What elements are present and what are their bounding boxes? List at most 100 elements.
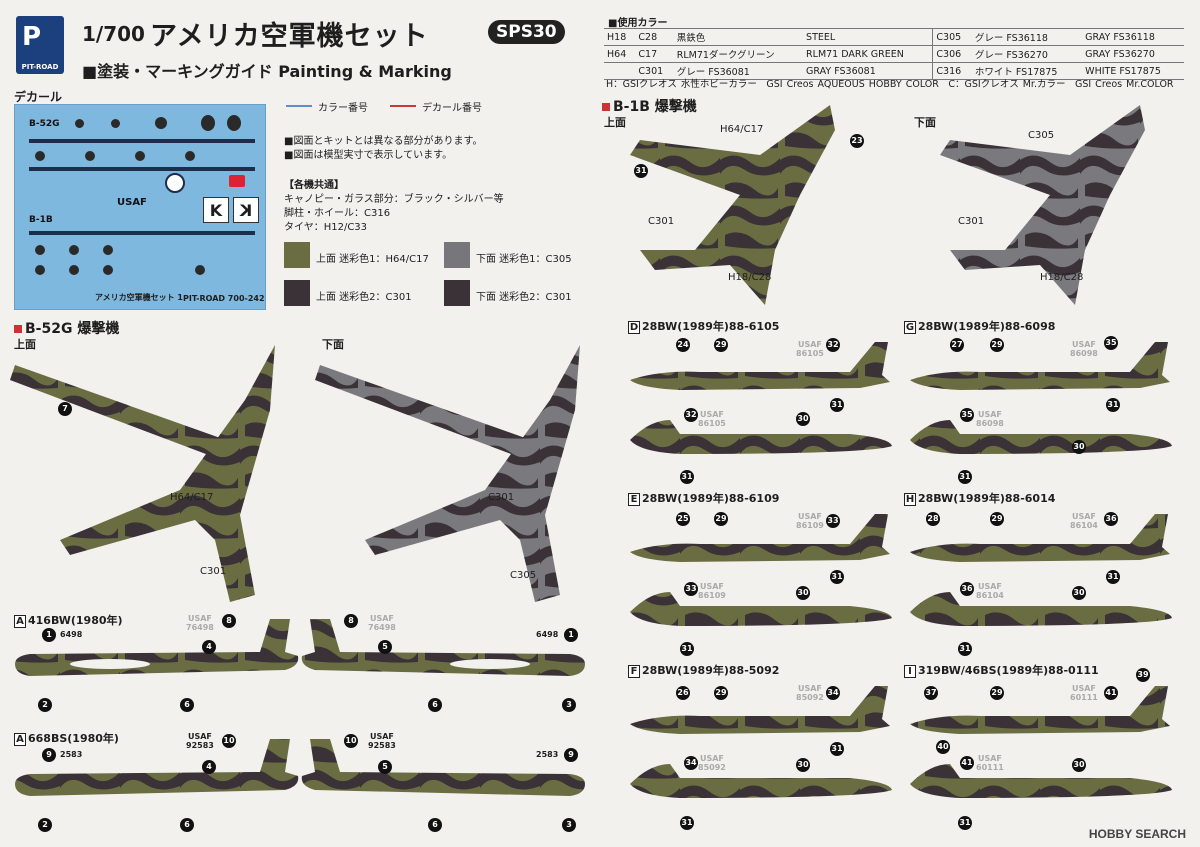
decal-sheet-name: アメリカ空軍機セット 1 [95, 293, 183, 302]
decal-number-26: 26 [676, 686, 690, 700]
decal-stripe [29, 139, 255, 143]
common-gear: 脚柱・ホイール：C316 [284, 208, 391, 219]
tail-number: 86098 [976, 419, 1004, 428]
color-code-legend: カラー番号 [318, 103, 368, 114]
common-canopy: キャノピー・ガラス部分：ブラック・シルバー等 [284, 194, 504, 205]
usaf-text: USAF [369, 732, 394, 741]
decal-dot [35, 245, 45, 255]
b52-a2-serial-right: 2583 [536, 750, 559, 759]
swatch-lower-2 [444, 280, 470, 306]
common-tires: タイヤ：H12/C33 [284, 222, 368, 233]
usaf-text: USAF [699, 754, 724, 763]
b52-a1-serial-right: 6498 [536, 630, 559, 639]
color-h-code [604, 62, 636, 80]
usaf-text: USAF [187, 732, 212, 741]
tail-number: 86105 [698, 419, 726, 428]
decal-number-31: 31 [680, 816, 694, 830]
decal-label: デカール [14, 90, 63, 104]
b1b-upper-callout-h64: H64/C17 [720, 124, 764, 135]
decal-b1-tag: B-1B [29, 215, 53, 225]
b52-planform-views [10, 345, 580, 602]
usaf-text: USAF [1071, 684, 1096, 693]
logo-brand: PIT-ROAD [21, 63, 59, 71]
decal-b52-tag: B-52G [29, 119, 60, 129]
decal-number-34: 34 [684, 756, 698, 770]
colors-title: ■使用カラー [608, 18, 668, 29]
variant-id: A [14, 733, 26, 746]
color-jp-name: グレー FS36270 [971, 45, 1083, 63]
variant-name: 28BW(1989年)88-5092 [642, 664, 780, 677]
color-jp-name: グレー FS36081 [673, 62, 804, 80]
variant-name: 668BS(1980年) [28, 732, 119, 745]
decal-number-32: 32 [684, 408, 698, 422]
b1b-lower-planform [940, 105, 1145, 305]
b1b-f-right [630, 686, 890, 734]
variant-id: A [14, 615, 26, 628]
usaf-text: USAF [977, 410, 1002, 419]
b52-lower-planform [315, 345, 580, 602]
b52-a2-serial-left: 2583 [60, 750, 83, 759]
decal-roundel [165, 173, 185, 193]
decal-number-10: 10 [344, 734, 358, 748]
decal-sheet-code: PIT-ROAD 700-242 [183, 294, 265, 303]
color-c-code: C28 [635, 28, 674, 46]
product-code-badge: SPS30 [488, 20, 565, 44]
color-h-code: H18 [604, 28, 636, 46]
b1b-i-left [910, 764, 1172, 798]
tail-number: 92583 [368, 741, 396, 750]
decal-number-30: 30 [1072, 440, 1086, 454]
decal-number-31: 31 [958, 642, 972, 656]
usaf-text: USAF [187, 614, 212, 623]
color-en-name: STEEL [803, 28, 933, 46]
decal-number-4: 4 [202, 640, 216, 654]
b1b-d-right [630, 342, 890, 390]
b1b-lower-callout-c301: C301 [958, 216, 985, 227]
decal-number-3: 3 [562, 818, 576, 832]
decal-stripe [29, 231, 255, 235]
scale-label: 1/700 [82, 22, 145, 46]
b1b-lower-label: 下面 [914, 116, 936, 129]
variant-id: G [904, 321, 916, 334]
usaf-text: USAF [797, 684, 822, 693]
decal-number-29: 29 [714, 686, 728, 700]
decal-number-31: 31 [1106, 398, 1120, 412]
decal-number-30: 30 [1072, 758, 1086, 772]
variant-id: H [904, 493, 916, 506]
b1b-section-title: B-1B 爆撃機 [602, 96, 697, 116]
decal-number-37: 37 [924, 686, 938, 700]
decal-number-39: 39 [1136, 668, 1150, 682]
b52-section-title: B-52G 爆撃機 [14, 318, 119, 338]
note-differences: ■図面とキットとは異なる部分があります。 [284, 136, 483, 147]
b1b-e-right [630, 514, 890, 562]
color-c-code: C306 [932, 45, 972, 63]
decal-number-29: 29 [714, 338, 728, 352]
color-jp-name: RLM71ダークグリーン [673, 45, 804, 63]
pit-road-logo: P PIT-ROAD [16, 16, 64, 74]
decal-number-30: 30 [796, 412, 810, 426]
decal-number-32: 32 [826, 338, 840, 352]
b1b-i-right [910, 686, 1170, 734]
decal-red-patch [229, 175, 245, 187]
logo-letters: P [22, 22, 41, 52]
b1b-g-left [910, 420, 1172, 454]
b52-a1-serial-left: 6498 [60, 630, 83, 639]
tail-number: 92583 [186, 741, 214, 750]
decal-number-23: 23 [850, 134, 864, 148]
colors-footnote: H：GSIクレオス 水性ホビーカラー GSI Creos AQUEOUS HOB… [606, 79, 1174, 90]
b1b-h-right [910, 514, 1170, 562]
tail-number: 85092 [796, 693, 824, 702]
color-jp-name: ホワイト FS17875 [971, 62, 1083, 80]
b52-side-a2-left [15, 739, 299, 796]
usaf-text: USAF [977, 582, 1002, 591]
